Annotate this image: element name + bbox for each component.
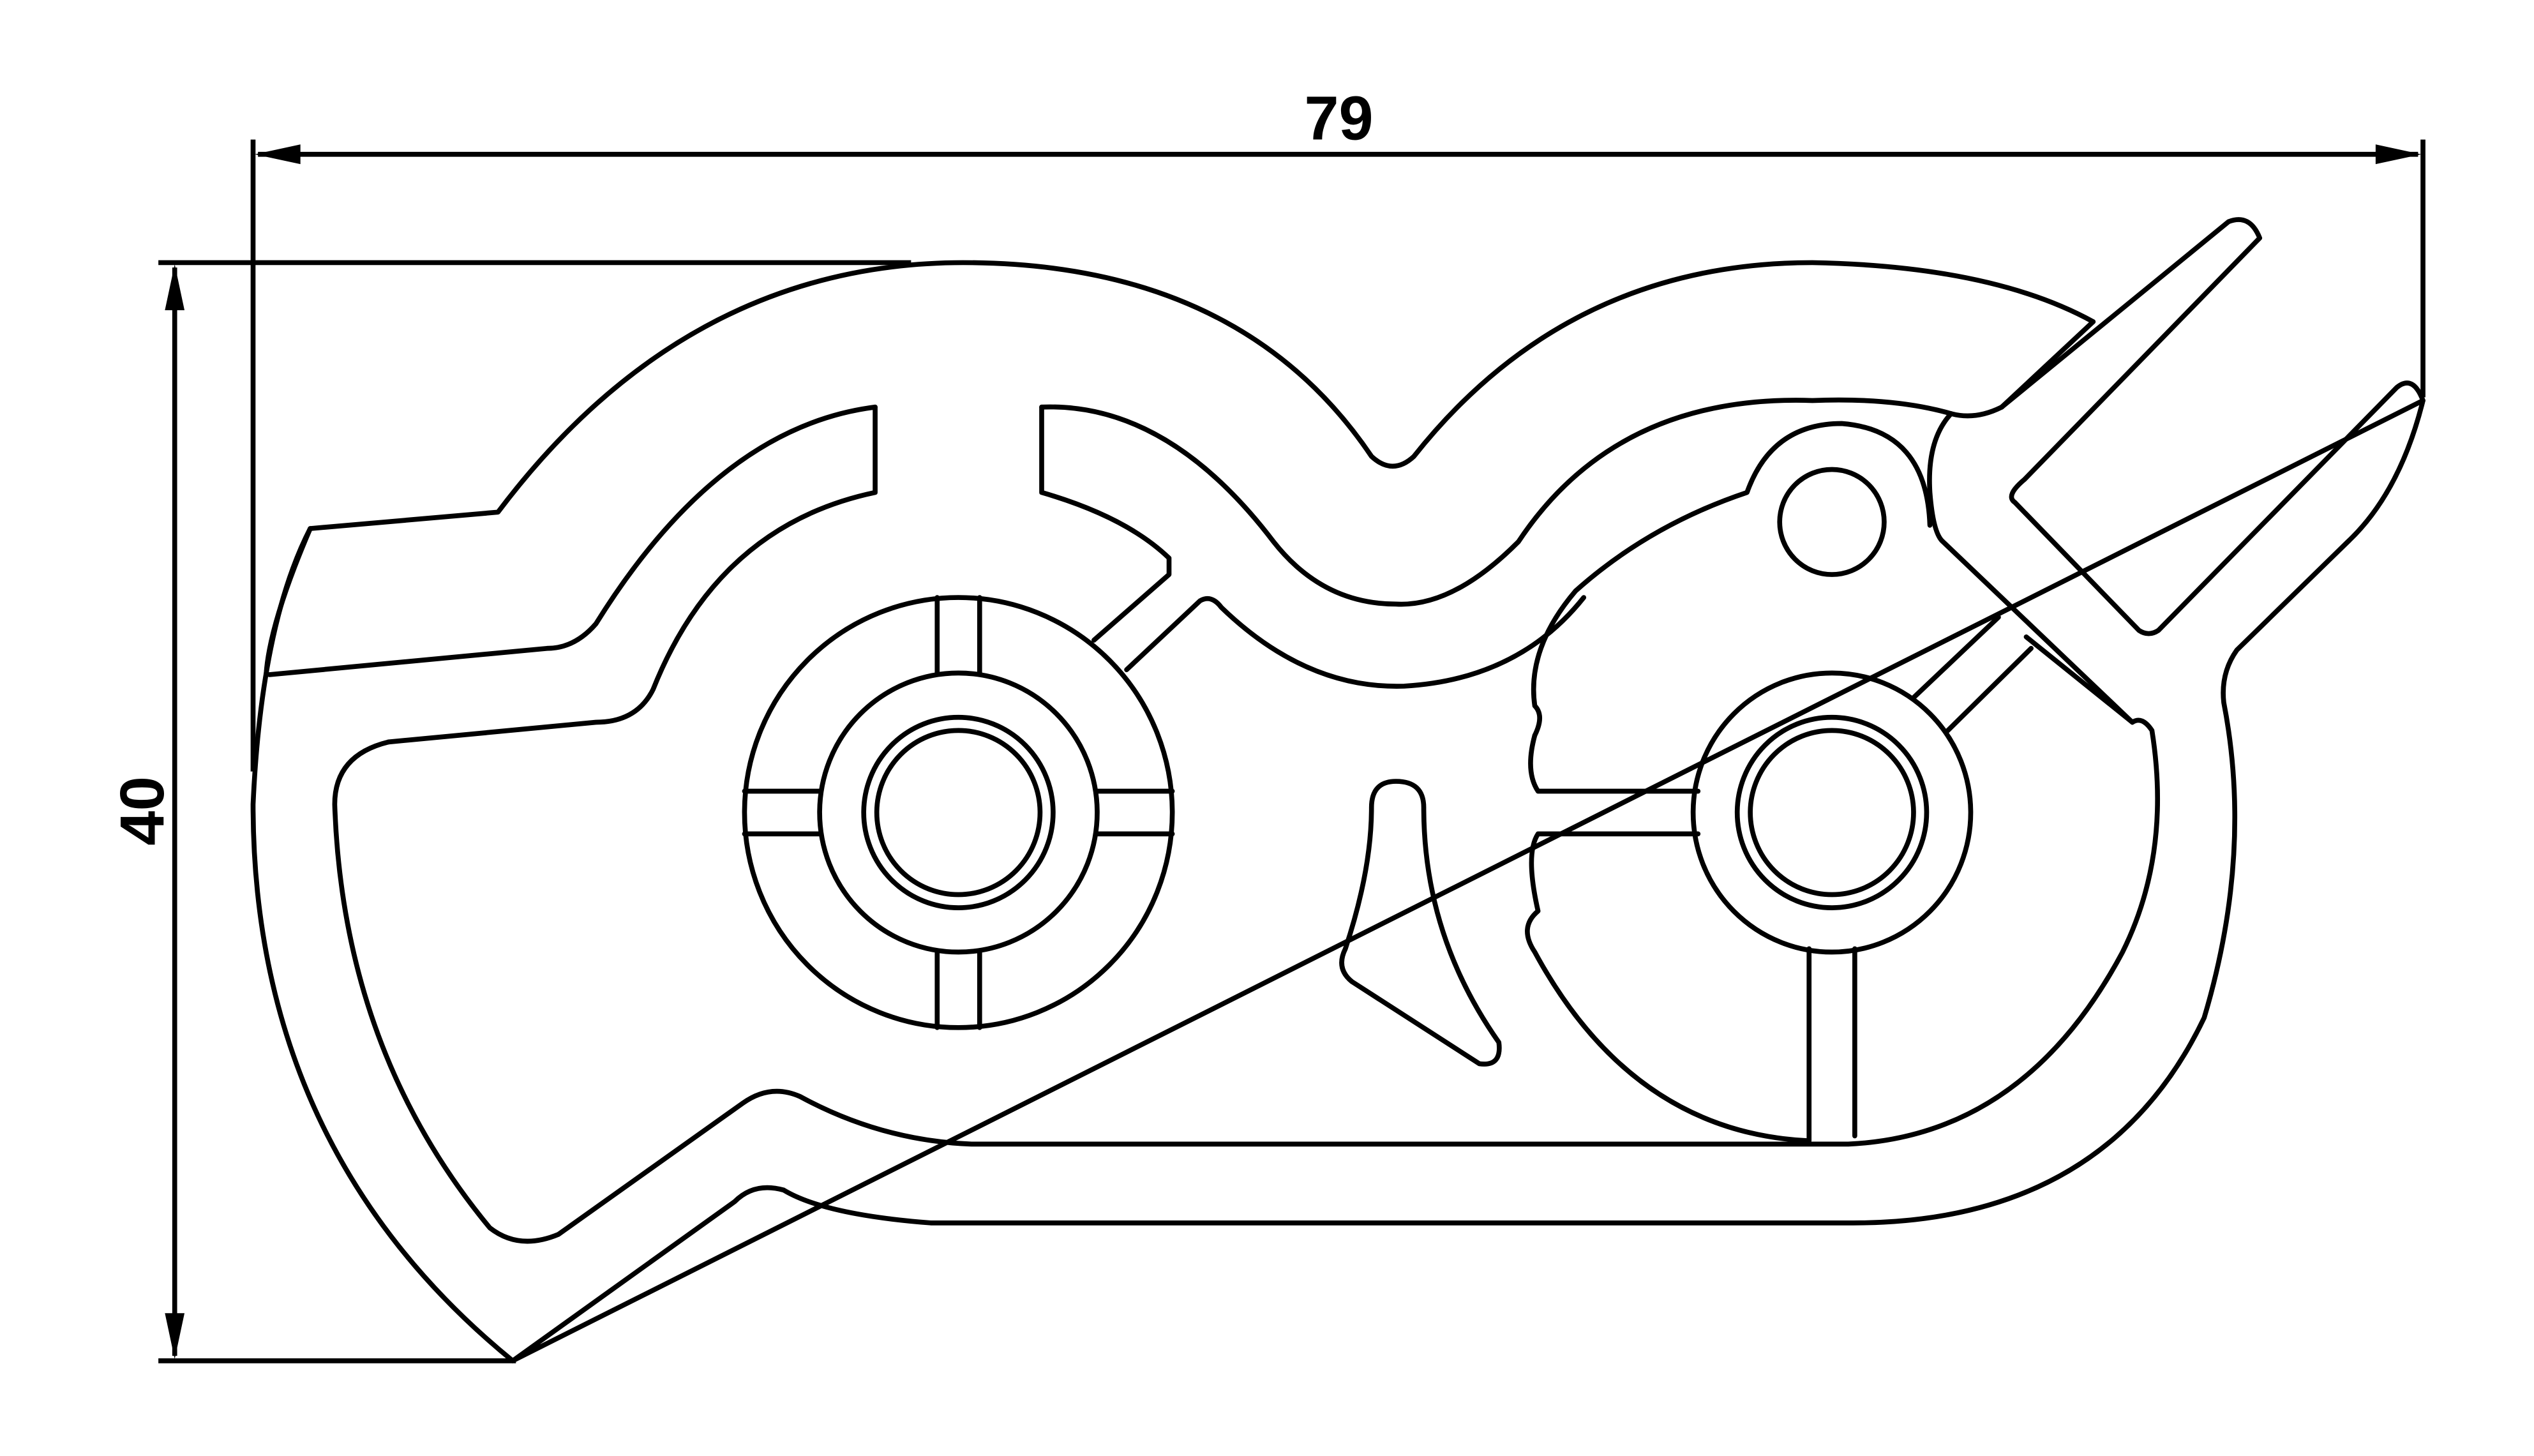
- right-hub-mid-ring: [1690, 670, 1974, 955]
- width-dimension: 79: [250, 83, 2425, 772]
- left-hub-outer-ring: [742, 595, 1175, 1030]
- outer-contour: [250, 260, 2425, 1363]
- left-hub: [742, 595, 1175, 1030]
- inner-left-wall-cap: [1039, 404, 1172, 643]
- ear-boss: [1927, 411, 2135, 725]
- right-upper-rib: [1911, 615, 2034, 735]
- height-dimension-label: 40: [107, 776, 177, 846]
- left-hub-bore-inner: [874, 728, 1043, 897]
- height-arrow-top: [165, 264, 185, 311]
- profile-outline: [250, 217, 2425, 1363]
- left-lip: [264, 526, 313, 677]
- right-hub-bore-inner: [1748, 728, 1916, 897]
- right-chamber-lower: [1525, 831, 1812, 1144]
- right-hub-bore-outer: [1734, 714, 1930, 910]
- ear-hole: [1777, 467, 1887, 577]
- left-hub-bore-outer: [861, 714, 1056, 910]
- lever-arm-inner: [1999, 319, 2096, 410]
- right-hub: [1690, 670, 1974, 955]
- center-crescent: [1339, 779, 1502, 1067]
- width-dimension-label: 79: [1304, 83, 1373, 153]
- width-arrow-right: [2375, 144, 2422, 165]
- left-hub-mid-ring: [817, 670, 1100, 955]
- inner-left-wall: [386, 404, 878, 745]
- width-arrow-left: [255, 144, 301, 165]
- left-hub-spokes: [742, 595, 1175, 1030]
- lever-arm: [1999, 217, 2425, 636]
- center-web: [1124, 595, 1587, 689]
- height-dimension: 40: [107, 260, 911, 1363]
- right-chamber-upper: [1528, 733, 1701, 794]
- ear-outline: [1531, 421, 1933, 738]
- height-arrow-bottom: [165, 1313, 185, 1360]
